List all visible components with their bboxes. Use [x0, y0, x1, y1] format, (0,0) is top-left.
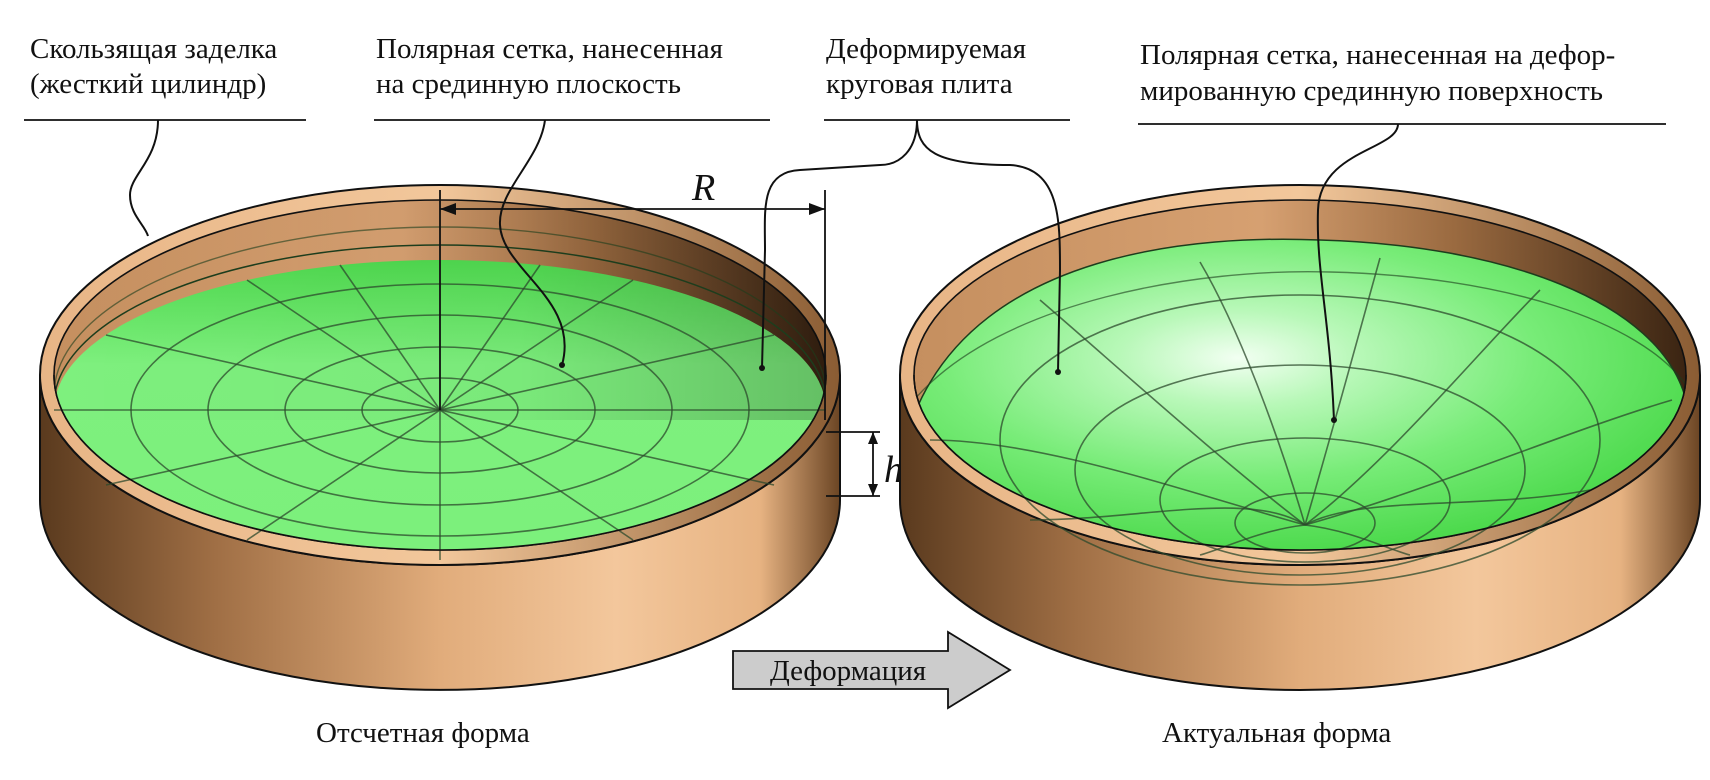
label-clamp-line2: (жесткий цилиндр): [30, 68, 266, 100]
label-polar-grid-deformed-line1: Полярная сетка, нанесенная на дефор-: [1140, 39, 1615, 71]
label-polar-grid-flat-line1: Полярная сетка, нанесенная: [376, 33, 723, 65]
radius-dimension: R: [439, 167, 826, 420]
label-clamp-line1: Скользящая заделка: [30, 33, 277, 65]
thickness-dimension: h: [826, 431, 903, 497]
label-deformable-plate-line2: круговая плита: [826, 68, 1013, 100]
label-polar-grid-deformed-line2: мированную срединную поверхность: [1140, 75, 1603, 107]
label-polar-grid-flat: Полярная сетка, нанесенная на срединную …: [376, 33, 723, 100]
radius-symbol: R: [691, 167, 715, 209]
leader-lines: [128, 119, 1399, 423]
header-rules: [24, 119, 1666, 125]
caption-reference-shape: Отсчетная форма: [316, 717, 530, 749]
deformation-arrow-label: Деформация: [770, 655, 926, 687]
label-deformable-plate-line1: Деформируемая: [826, 33, 1026, 65]
caption-actual-shape: Актуальная форма: [1162, 717, 1391, 749]
polar-grid-deformed: [929, 257, 1673, 586]
thickness-symbol: h: [884, 449, 903, 491]
deformation-arrow: Деформация: [732, 630, 1012, 710]
actual-cylinder: [899, 184, 1701, 691]
label-polar-grid-deformed: Полярная сетка, нанесенная на дефор- мир…: [1140, 39, 1615, 107]
label-deformable-plate: Деформируемая круговая плита: [826, 33, 1026, 100]
label-polar-grid-flat-line2: на срединную плоскость: [376, 68, 681, 100]
label-clamp: Скользящая заделка (жесткий цилиндр): [30, 33, 277, 100]
